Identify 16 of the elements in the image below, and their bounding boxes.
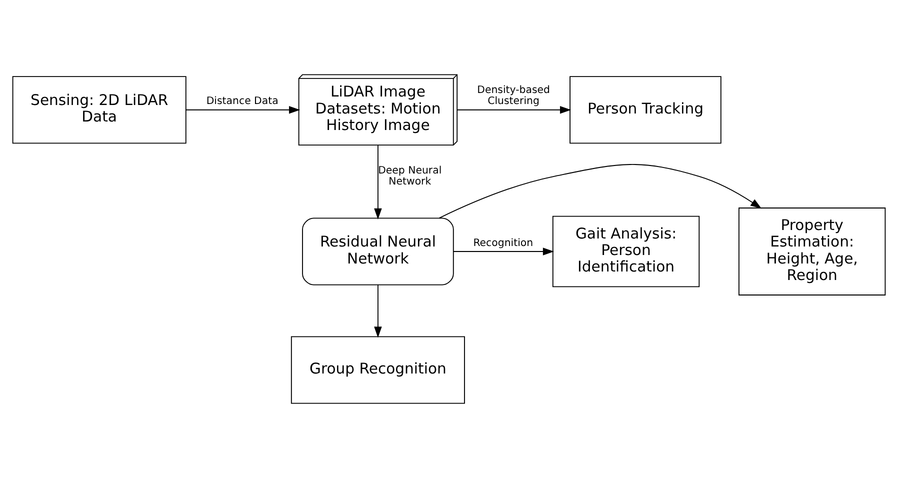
arrow	[374, 284, 382, 338]
arrow	[374, 144, 382, 220]
edge-label: Recognition	[473, 238, 534, 249]
edge-label: Deep Neural Network	[378, 166, 442, 188]
node-box: Property Estimation: Height, Age, Region	[738, 208, 886, 296]
edge-label: Distance Data	[206, 96, 278, 108]
edge-label: Density-based Clustering	[477, 85, 550, 108]
node-box: Gait Analysis: Person Identification	[552, 216, 700, 288]
arrow	[452, 248, 554, 256]
arrow	[456, 106, 572, 114]
arrow	[438, 164, 762, 218]
node-box: Person Tracking	[570, 76, 722, 144]
arrow	[186, 106, 300, 114]
node-box: Sensing: 2D LiDAR Data	[12, 76, 186, 144]
node-box: Group Recognition	[290, 336, 465, 404]
node-box: Residual Neural Network	[302, 218, 454, 286]
